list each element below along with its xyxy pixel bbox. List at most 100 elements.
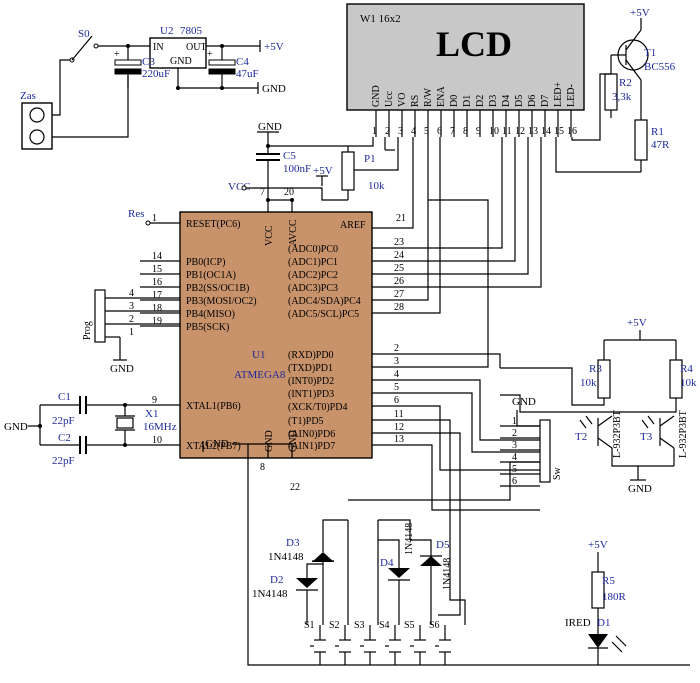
svg-text:D1: D1 xyxy=(597,617,610,629)
svg-text:D5: D5 xyxy=(436,539,450,551)
svg-text:C5: C5 xyxy=(283,150,296,162)
svg-text:GND: GND xyxy=(170,56,192,67)
power-supply: Zas S0 IN OUT GND U2 7805 + C3 220uF + C… xyxy=(20,25,286,150)
lcd-pin-number: 1 xyxy=(372,126,377,137)
svg-text:D3: D3 xyxy=(286,537,300,549)
pushbutton-s5[interactable]: S5 xyxy=(404,620,426,665)
mcu-left-pin-number: 19 xyxy=(152,316,162,327)
svg-text:2: 2 xyxy=(129,314,134,325)
mcu-top-pin-label: AREF xyxy=(340,220,366,231)
lcd-pin-number: 5 xyxy=(424,126,429,137)
mcu-right-pin-label: (AIN0)PD6 xyxy=(288,429,335,440)
svg-text:R2: R2 xyxy=(619,77,632,89)
mcu-right-pin-number: 24 xyxy=(394,250,404,261)
svg-text:10k: 10k xyxy=(580,377,597,389)
svg-text:3: 3 xyxy=(129,301,134,312)
svg-text:BC556: BC556 xyxy=(644,61,676,73)
svg-text:22pF: 22pF xyxy=(52,415,75,427)
pushbutton-s1[interactable]: S1 xyxy=(304,620,326,665)
lcd-title: LCD xyxy=(436,24,512,64)
prog-header: Prog GND 4 3 2 1 xyxy=(82,288,180,375)
pushbutton-label: S3 xyxy=(354,620,365,631)
lcd-pin-label: Ucc xyxy=(384,90,395,107)
lcd-pin-number: 13 xyxy=(528,126,538,137)
lcd-pin-label: VO xyxy=(397,93,408,107)
lcd-pin-number: 6 xyxy=(437,126,442,137)
contrast-circuit: GND C5 100nF P1 10k +5V VCC xyxy=(228,121,399,212)
svg-text:1N4148: 1N4148 xyxy=(442,558,453,590)
mcu-left-pin-number: 18 xyxy=(152,303,162,314)
sw-header-pin-number: 3 xyxy=(512,440,517,451)
mcu-top-pin-number: 7 xyxy=(260,187,265,198)
pushbutton-label: S4 xyxy=(379,620,390,631)
mcu-right-pin-label: (AIN1)PD7 xyxy=(288,441,335,452)
lcd-pin-number: 7 xyxy=(450,126,455,137)
pushbutton-label: S1 xyxy=(304,620,315,631)
svg-text:R1: R1 xyxy=(651,126,664,138)
sw-header-pin-number: 1 xyxy=(512,416,517,427)
mcu-left-pin-label: PB5(SCK) xyxy=(186,322,229,333)
pushbutton-label: S2 xyxy=(329,620,340,631)
svg-text:C3: C3 xyxy=(142,56,155,68)
svg-text:3,3k: 3,3k xyxy=(612,91,632,103)
s0-lever xyxy=(71,35,93,61)
sw-header-pin-number: 2 xyxy=(512,428,517,439)
svg-text:C2: C2 xyxy=(58,432,71,444)
svg-text:R4: R4 xyxy=(680,363,693,375)
svg-text:47uF: 47uF xyxy=(236,68,259,80)
lcd-pin-label: D2 xyxy=(475,95,486,107)
mcu-top-pin-number: 21 xyxy=(396,213,406,224)
mcu-right-pin-label: (ADC0)PC0 xyxy=(288,244,338,255)
lcd-pin-number: 9 xyxy=(476,126,481,137)
svg-text:GND: GND xyxy=(258,121,282,133)
mcu-left-pin-number: 16 xyxy=(152,277,162,288)
mcu-right-pin-number: 23 xyxy=(394,237,404,248)
pushbutton-s3[interactable]: S3 xyxy=(354,620,376,665)
svg-text:R3: R3 xyxy=(589,363,602,375)
lcd-pin-number: 10 xyxy=(489,126,499,137)
keypad: D3 1N4148 D2 1N4148 D4 1N4148 D5 1N4148 … xyxy=(252,519,453,665)
pushbutton-s4[interactable]: S4 xyxy=(379,620,401,665)
mcu-right-pin-number: 28 xyxy=(394,302,404,313)
mcu-right-pin-label: (ADC2)PC2 xyxy=(288,270,338,281)
svg-text:16MHz: 16MHz xyxy=(143,421,177,433)
mcu-left-pin-label: PB3(MOSI/OC2) xyxy=(186,296,257,307)
mcu-top-pin-label: AVCC xyxy=(288,219,299,246)
svg-text:GND: GND xyxy=(262,83,286,95)
mcu-right-pin-number: 12 xyxy=(394,422,404,433)
backlight-circuit: +5V T1 BC556 R2 3,3k R1 47R xyxy=(555,7,676,173)
mcu-left-pin-label: PB0(ICP) xyxy=(186,257,225,268)
pushbutton-s6[interactable]: S6 xyxy=(429,620,451,665)
lcd-ref: W1 16x2 xyxy=(360,13,401,25)
s0-label: S0 xyxy=(78,28,90,40)
mcu-left-pin-number: 1 xyxy=(152,213,157,224)
mcu-left-pin-label: XTAL2(PB7) xyxy=(186,441,241,452)
svg-text:4: 4 xyxy=(129,288,134,299)
mcu-bottom-pin-number: 8 xyxy=(260,462,265,473)
lcd-pin-number: 2 xyxy=(385,126,390,137)
mcu-left-pin-number: 15 xyxy=(152,264,162,275)
svg-text:47R: 47R xyxy=(651,139,670,151)
ir-receivers: +5V R3 10k R4 10k T2 L-932P3BT T3 L-932P… xyxy=(500,317,697,665)
svg-text:C1: C1 xyxy=(58,391,71,403)
svg-text:220uF: 220uF xyxy=(142,68,170,80)
lcd-pin-number: 4 xyxy=(411,126,416,137)
svg-text:D4: D4 xyxy=(380,557,394,569)
lcd-pin-label: ENA xyxy=(436,86,447,107)
mcu-right-pin-number: 11 xyxy=(394,409,404,420)
svg-text:+5V: +5V xyxy=(264,41,284,53)
pushbutton-s2[interactable]: S2 xyxy=(329,620,351,665)
lcd-pin-label: D3 xyxy=(488,95,499,107)
mcu-left-pin-label: PB2(SS/OC1B) xyxy=(186,283,249,294)
mcu-right-pin-number: 25 xyxy=(394,263,404,274)
mcu-ref: U1 xyxy=(252,349,265,361)
svg-text:1N4148: 1N4148 xyxy=(252,588,288,600)
svg-text:100nF: 100nF xyxy=(283,163,311,175)
svg-text:+5V: +5V xyxy=(313,165,333,177)
lcd-pin-label: LED+ xyxy=(553,82,564,107)
mcu-left-pin-label: RESET(PC6) xyxy=(186,219,240,230)
mcu-right-pin-number: 4 xyxy=(394,369,399,380)
